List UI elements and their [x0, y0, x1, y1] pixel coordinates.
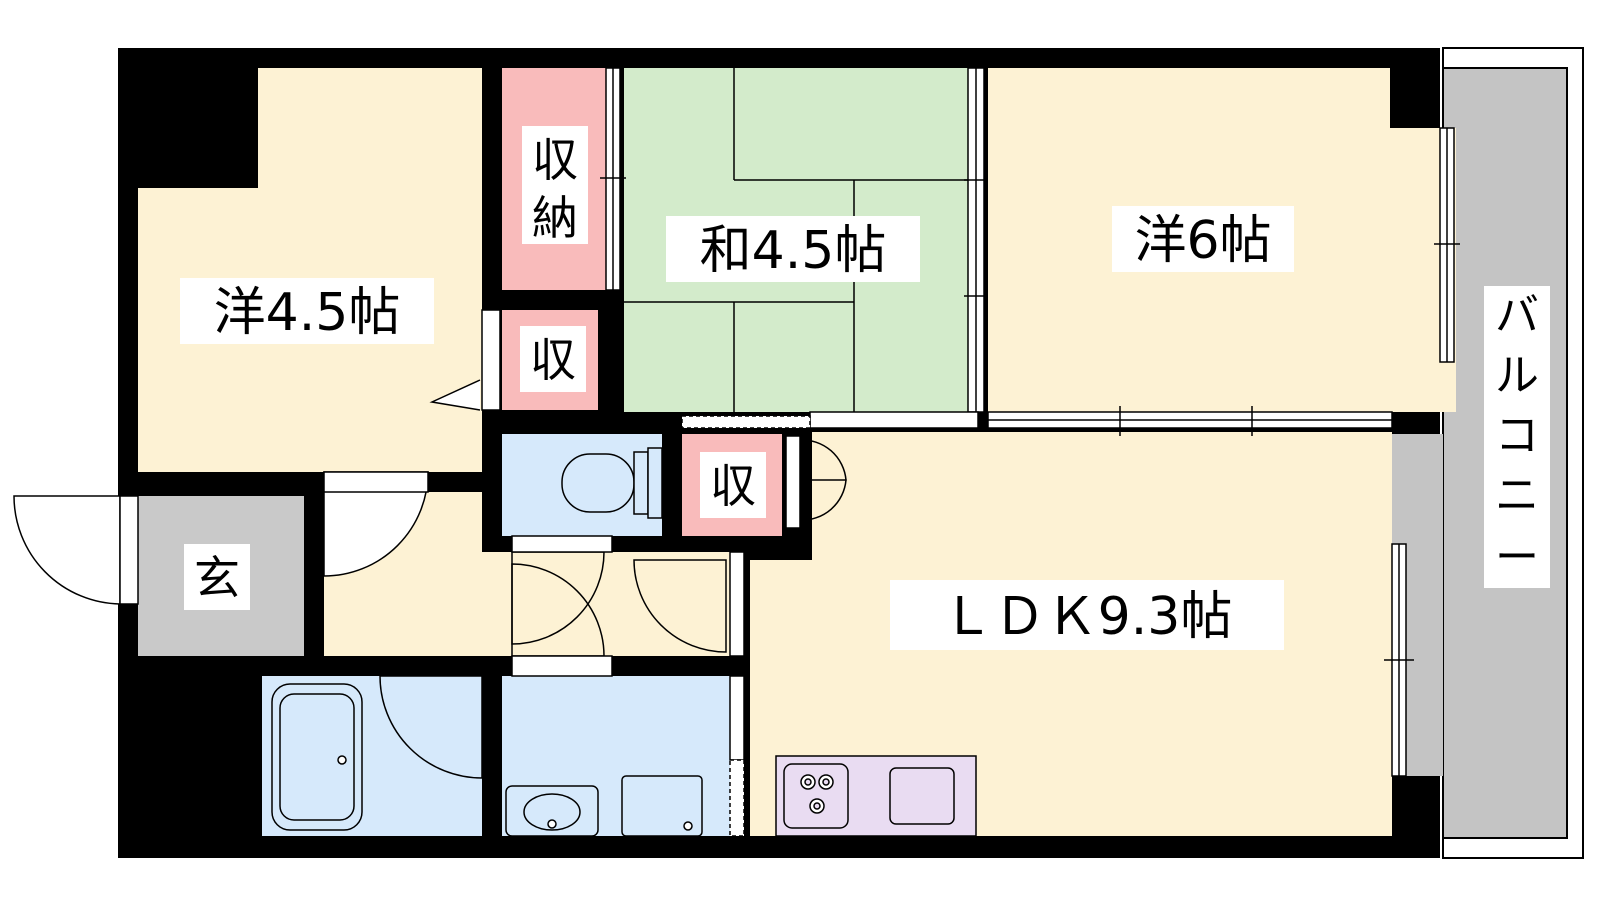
- balcony-char-5: ー: [1495, 532, 1539, 583]
- label-western-large: 洋6帖: [1134, 211, 1271, 271]
- doors: [13, 309, 847, 779]
- hallway: [324, 492, 740, 656]
- entrance-door: [13, 495, 121, 605]
- fixtures: [271, 447, 703, 837]
- label-storage-hall: 収: [710, 459, 756, 513]
- storage-hall-folding: [799, 439, 847, 521]
- room-western-small: [138, 68, 482, 472]
- room-labels: 洋4.5帖 和4.5帖 洋6帖 ＬＤＫ9.3帖 収 納 収 収 玄 バ ル コ …: [180, 126, 1550, 650]
- door-ldk: [633, 559, 727, 653]
- kitchen-sink: [889, 767, 955, 825]
- washing-machine-pan: [621, 775, 703, 837]
- toilet-bowl: [561, 453, 635, 513]
- door-washroom: [511, 563, 605, 657]
- storage-mid-arrow: [429, 379, 481, 411]
- label-western-small: 洋4.5帖: [214, 283, 401, 343]
- balcony-char-4: ニ: [1495, 470, 1539, 521]
- label-storage-top-2: 納: [532, 191, 578, 245]
- kitchen-counter: [775, 755, 977, 837]
- label-storage-top-1: 収: [532, 133, 578, 187]
- door-bath: [379, 675, 483, 779]
- label-ldk: ＬＤＫ9.3帖: [942, 587, 1233, 647]
- door-toilet: [511, 551, 605, 645]
- tatami-lines: [624, 68, 968, 412]
- label-entrance: 玄: [194, 551, 240, 605]
- balcony-char-2: ル: [1495, 350, 1539, 401]
- balcony-char-1: バ: [1495, 290, 1539, 341]
- stove: [783, 763, 849, 829]
- balcony-char-3: コ: [1495, 410, 1539, 461]
- label-storage-mid: 収: [530, 333, 576, 387]
- label-japanese: 和4.5帖: [700, 221, 887, 281]
- window-marks: [600, 67, 1460, 837]
